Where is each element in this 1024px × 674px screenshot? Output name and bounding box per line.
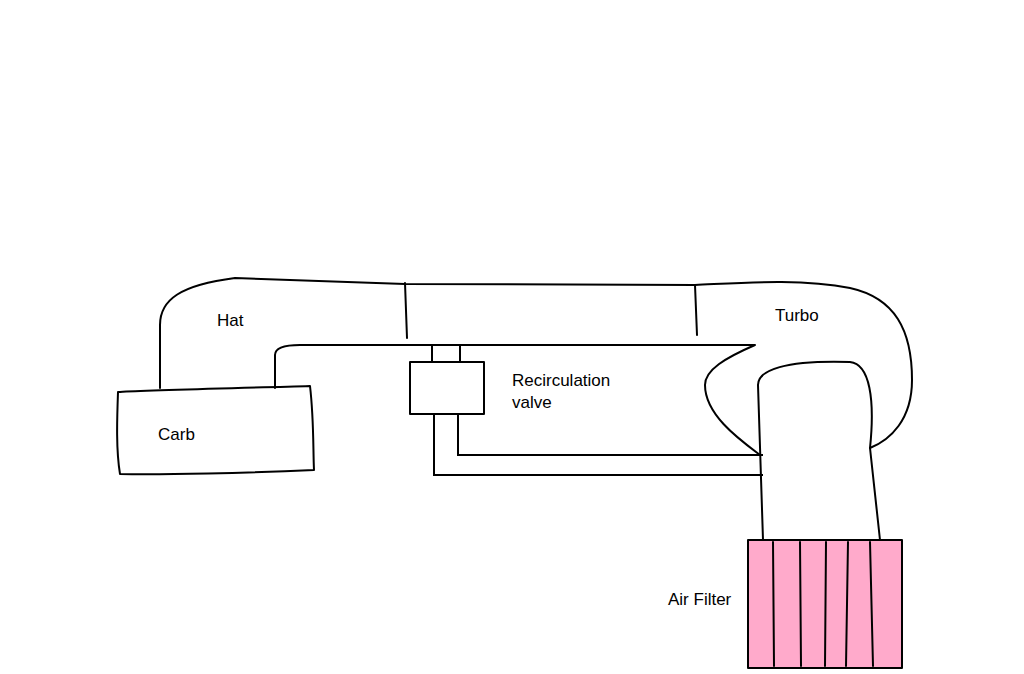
tube-joint xyxy=(695,285,697,335)
component-node: Carb xyxy=(118,388,314,474)
recirculation-pipe xyxy=(434,414,763,475)
valve-body xyxy=(410,362,484,414)
valve-stem xyxy=(432,345,460,362)
filter-pleats xyxy=(773,542,873,666)
turbo-inlet xyxy=(758,362,872,540)
component-node: Hat xyxy=(160,280,405,388)
component-node: Recirculation valve xyxy=(410,362,630,414)
filter-label: Air Filter xyxy=(668,589,731,611)
carb-body xyxy=(117,386,314,474)
tube-joint xyxy=(405,283,407,338)
carb-label: Carb xyxy=(158,424,195,446)
hat-label: Hat xyxy=(217,310,243,332)
component-node: Turbo xyxy=(763,283,913,540)
tube-bottom xyxy=(275,345,760,455)
intake-outline xyxy=(160,278,912,540)
valve-label: Recirculation valve xyxy=(512,370,624,414)
component-node: Air Filter xyxy=(665,540,902,668)
air-filter-body xyxy=(748,540,902,668)
turbo-label: Turbo xyxy=(775,305,819,327)
